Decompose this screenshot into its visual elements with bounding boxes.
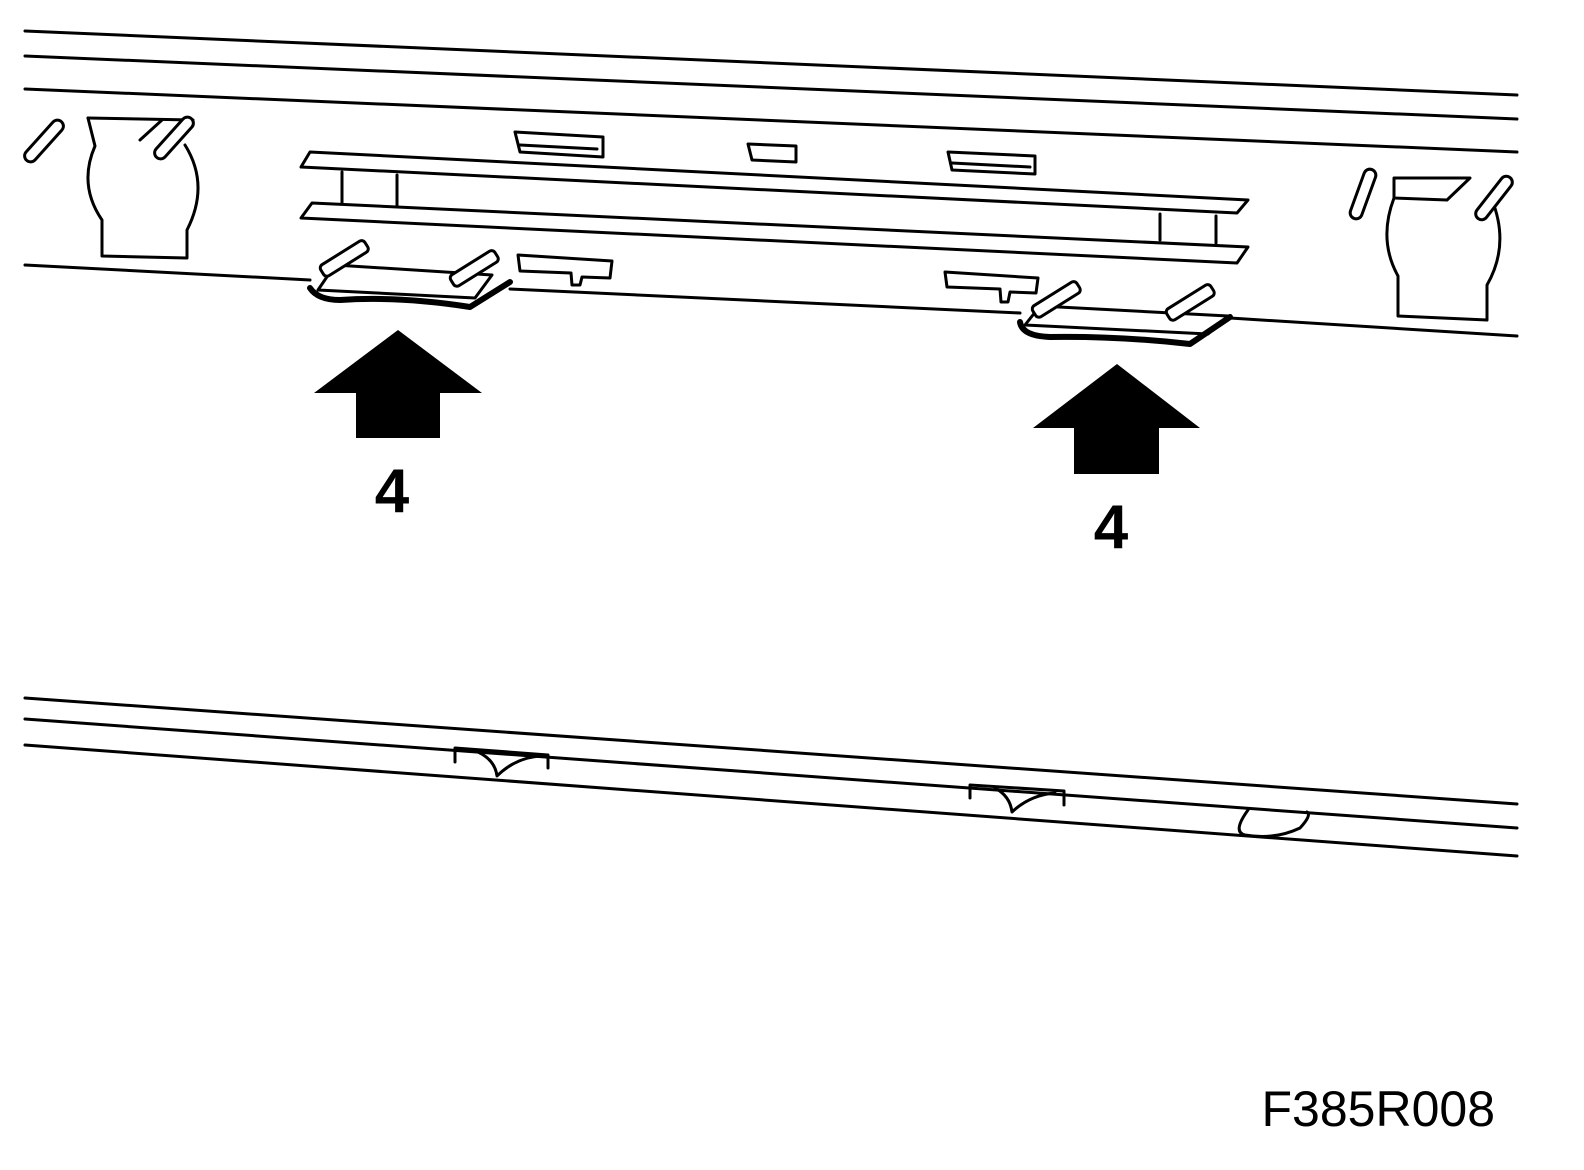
arrow-up-right [1033, 364, 1200, 474]
callout-label-right: 4 [1094, 493, 1129, 562]
right-retaining-clip [1017, 280, 1233, 347]
recess-tabs [513, 130, 1040, 304]
right-clip-bracket [1348, 167, 1514, 322]
figure-code: F385R008 [1262, 1081, 1496, 1137]
callout-label-left: 4 [375, 457, 410, 526]
center-slat-assembly [299, 150, 1250, 265]
left-retaining-clip [307, 239, 513, 310]
lower-rail [23, 696, 1519, 858]
arrow-up-left [314, 330, 482, 438]
upper-rail [23, 29, 1519, 338]
left-clip-bracket [23, 115, 200, 260]
